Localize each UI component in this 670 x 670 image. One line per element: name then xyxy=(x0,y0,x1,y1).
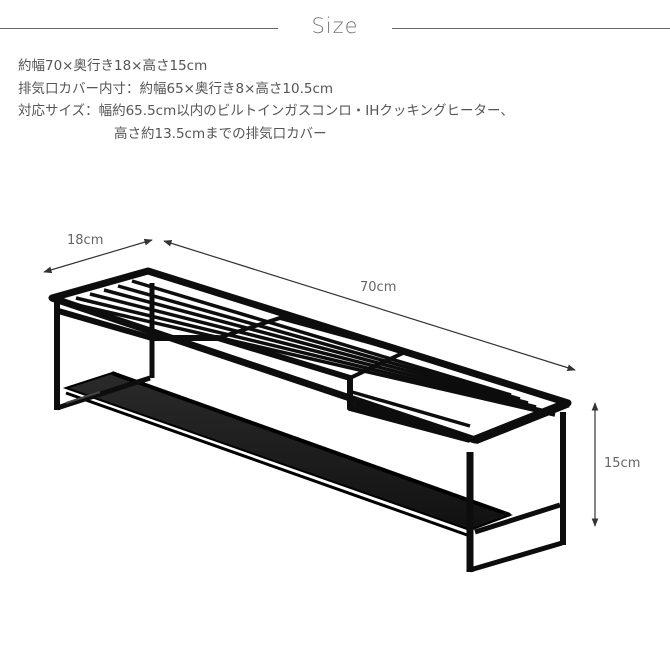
header-rule-right xyxy=(392,28,670,29)
section-header: Size xyxy=(0,14,670,44)
spec-cover-inner-size: 排気口カバー内寸：約幅65×奥行き8×高さ10.5cm xyxy=(18,80,334,97)
right-leg-frame xyxy=(466,412,566,573)
bottom-tray xyxy=(62,371,513,538)
width-arrow xyxy=(163,240,576,371)
section-title: Size xyxy=(311,14,359,38)
spec-overall-size: 約幅70×奥行き18×高さ15cm xyxy=(18,58,208,74)
left-leg-frame xyxy=(54,283,155,411)
header-rule-left xyxy=(0,28,278,29)
depth-label: 18cm xyxy=(67,233,104,248)
width-label: 70cm xyxy=(360,280,397,295)
depth-arrow xyxy=(43,238,153,274)
spec-compatible-size: 対応サイズ：幅約65.5cm以内のビルトインガスコンロ・IHクッキングヒーター、 xyxy=(18,103,514,119)
shelf-front-right-edge xyxy=(473,398,570,445)
spec-compatible-size-cont: 高さ約13.5cmまでの排気口カバー xyxy=(114,125,327,142)
spec-list: 約幅70×奥行き18×高さ15cm 排気口カバー内寸：約幅65×奥行き8×高さ1… xyxy=(18,55,514,145)
height-label: 15cm xyxy=(604,456,641,471)
